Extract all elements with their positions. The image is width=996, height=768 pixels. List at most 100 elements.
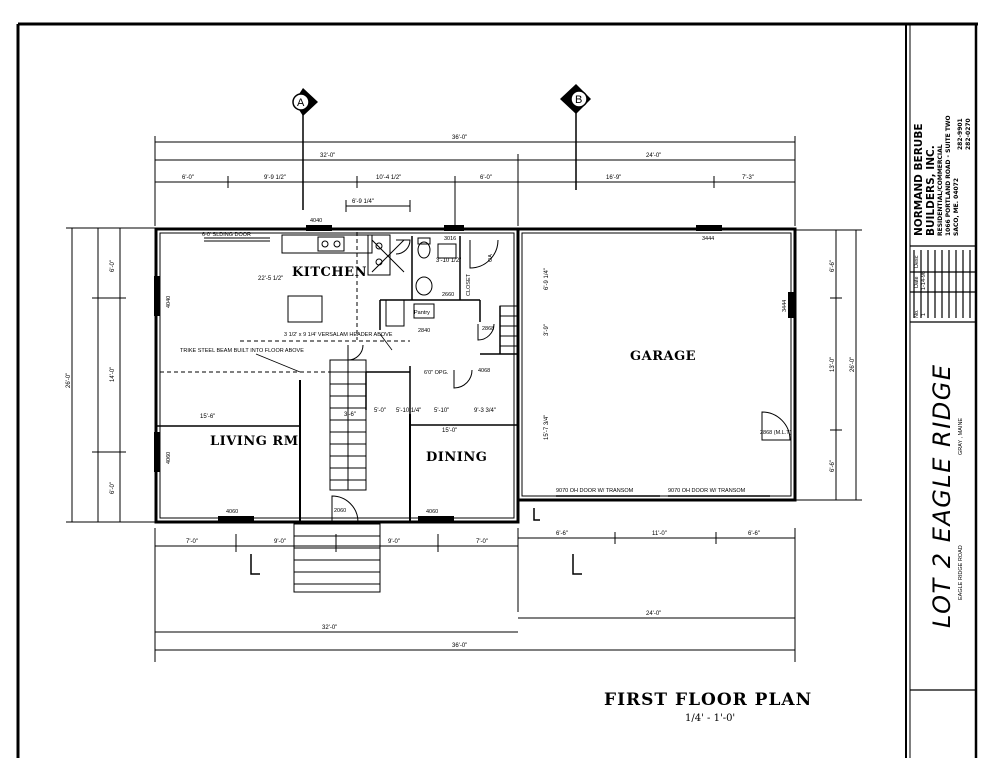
dim-stair-b: 3'-6" [344,412,356,418]
dim-dining-width: 15'-0" [442,428,457,434]
revision-header-date: Date [914,276,920,288]
grid-marker-a-label: A [297,97,305,109]
note-window-4040-left: 4040 [166,296,172,308]
dim-gar-side-c: 3'-9" [544,324,550,336]
note-garage-entry: 2868 (M.L.T) [760,430,792,436]
dim-bot-a: 7'-0" [186,539,198,545]
note-window-4040-top: 4040 [310,218,322,224]
company-phone-1: 282-9901 [957,118,964,150]
bathroom-fixtures [385,237,457,327]
dim-seg-g: 6'-9 1/4" [352,199,374,205]
company-address-2: SACO, ME. 04072 [953,178,960,236]
dim-bot-b: 9'-0" [274,539,286,545]
site-marks [250,508,582,575]
company-type: RESIDENTIAL/COMMERCIAL [937,144,944,236]
stairs [293,305,519,593]
dim-seg-e: 16'-9" [606,175,621,181]
dim-bot-c: 9'-0" [388,539,400,545]
title-block: NORMAND BERUBE BUILDERS, INC. RESIDENTIA… [910,115,976,691]
dim-house-top: 32'-0" [320,153,335,159]
dim-bot-garage: 24'-0" [646,611,661,617]
dim-kitchen-width: 22'-5 1/2" [258,276,283,282]
note-window-4060-bot-l: 4060 [226,509,238,515]
company-name-line-1: NORMAND BERUBE [913,124,925,237]
dim-gar-c: 6'-6" [748,531,760,537]
dim-right-c: 6'-6" [830,460,836,472]
project-town: GRAY , MAINE [958,418,964,455]
kitchen-fixtures [204,234,405,323]
dim-gar-a: 6'-6" [556,531,568,537]
dim-left-a: 6'-0" [110,260,116,272]
windows [154,225,794,522]
grid-marker-b: B [560,84,591,190]
dim-seg-c: 10'-4 1/2" [376,175,401,181]
company-name-line-2: BUILDERS, INC. [925,145,937,236]
note-steel-beam: TRIKE STEEL BEAM BUILT INTO FLOOR ABOVE [180,348,304,354]
revision-header-desc: Desc [914,255,920,268]
dim-stair-e: 9'-3 3/4" [474,408,496,414]
dim-gar-side-b: 15'-7 3/4" [544,415,550,440]
leader-lines [255,333,393,373]
note-window-3016: 3016 [444,236,456,242]
note-garage-door-1: 9070 OH DOOR W/ TRANSOM [556,488,634,494]
dim-stair-d: 5'-10" [434,408,449,414]
note-garage-door-2: 9070 OH DOOR W/ TRANSOM [668,488,746,494]
door-swings [331,239,791,523]
dim-left-total: 26'-0" [66,373,72,388]
dim-bot-d: 7'-0" [476,539,488,545]
grid-marker-b-label: B [575,94,582,106]
dim-right-b: 13'-0" [830,357,836,372]
dim-stair-c: 5'-10 1/4" [396,408,421,414]
dim-overall-top: 36'-0" [452,135,467,141]
note-door-4068: 4068 [478,368,490,374]
company-phone-2: 282-0270 [965,118,972,150]
note-window-3444-a: 3444 [702,236,714,242]
note-window-3444-b: 3444 [782,300,788,312]
room-label-kitchen: KITCHEN [292,265,367,280]
beam-lines [160,232,410,373]
revision-number: 1 [921,313,927,316]
dim-seg-b: 9'-9 1/2" [264,175,286,181]
note-door-2868: 2868 [482,326,494,332]
project-title: LOT 2 EAGLE RIDGE [928,363,956,628]
dim-seg-a: 6'-0" [182,175,194,181]
dim-right-total: 26'-0" [850,357,856,372]
drawing-title: FIRST FLOOR PLAN [604,690,812,710]
dim-seg-d: 6'-0" [480,175,492,181]
room-label-living: LIVING RM [210,434,299,449]
note-door-2840: 2840 [418,328,430,334]
dim-bot-overall: 36'-0" [452,643,467,649]
project-road: EAGLE RIDGE ROAD [958,545,964,600]
grid-marker-a: A [292,88,318,210]
note-door-2660: 2660 [442,292,454,298]
note-window-4060-bot-r: 4060 [426,509,438,515]
dim-seg-f: 7'-3" [742,175,754,181]
dim-living-width: 15'-6" [200,414,215,420]
dimension-lines [66,136,862,662]
note-sliding-door: 6-0' SLDING DOOR [202,232,251,238]
dim-garage-top: 24'-0" [646,153,661,159]
note-pantry: Pantry [414,310,430,316]
room-label-dining: DINING [426,450,487,465]
note-closet: CLOSET [466,273,472,296]
note-header-beam: 3 1/2' x 9 1/4' VERSALAM HEADER ABOVE [284,332,393,338]
dim-right-a: 6'-6" [830,260,836,272]
dim-hall-a: 3'-10 1/2" [436,258,461,264]
sheet-border [16,22,978,758]
note-opening: 6'0" OPG. [424,370,449,376]
drawing-scale: 1/4' - 1'-0' [685,713,735,724]
dim-left-b: 14'-0" [110,367,116,382]
note-window-4060-left: 4060 [166,452,172,464]
dim-stair-a: 5'-0" [374,408,386,414]
room-label-garage: GARAGE [630,349,696,364]
dim-left-c: 6'-0" [110,482,116,494]
dim-gar-b: 11'-0" [652,531,667,537]
revision-header-no: No. [914,309,920,318]
company-address-1: 1066 PORTLAND ROAD - SUITE TWO [945,115,952,236]
note-door-2060: 2060 [334,508,346,514]
exterior-walls [154,227,797,524]
dim-gar-side-a: 6'-9 1/4" [544,268,550,290]
note-oa-door: OA [488,254,494,262]
dim-bot-house: 32'-0" [322,625,337,631]
